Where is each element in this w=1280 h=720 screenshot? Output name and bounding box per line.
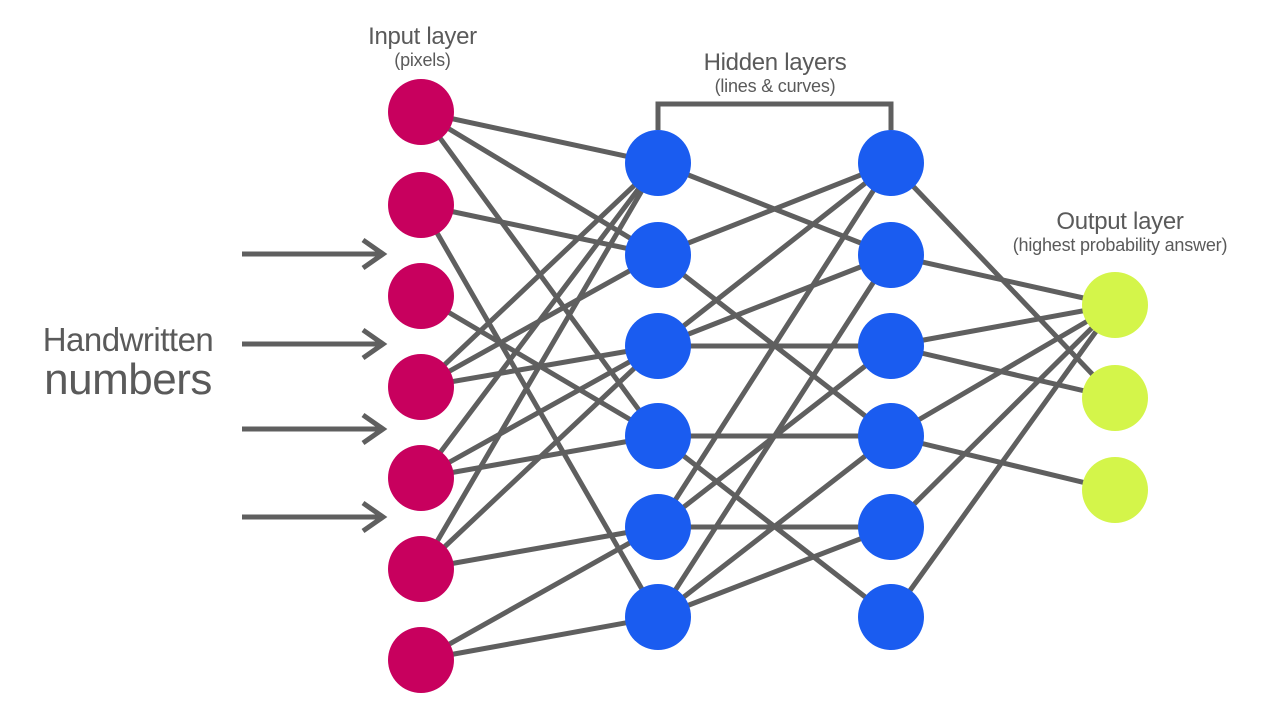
- edge-input-0-to-hidden-1-1: [418, 109, 661, 258]
- hidden-2-node-1: [858, 222, 924, 288]
- connections: [418, 109, 1118, 663]
- input-layer-title: Input layer: [368, 23, 477, 50]
- bracket-line: [655, 101, 894, 130]
- hidden-1-node-0: [625, 130, 691, 196]
- input-node-4: [388, 445, 454, 511]
- input-node-0: [388, 79, 454, 145]
- output-node-2: [1082, 457, 1148, 523]
- output-layer-subtitle: (highest probability answer): [1012, 235, 1228, 255]
- hidden-2-node-5: [858, 584, 924, 650]
- edge-hidden-1-5-to-hidden-2-4: [655, 524, 894, 620]
- edge-input-0-to-hidden-1-0: [418, 109, 661, 166]
- hidden-1-node-4: [625, 494, 691, 560]
- hidden-layers-subtitle: (lines & curves): [714, 76, 836, 96]
- edge-hidden-1-5-to-hidden-2-3: [655, 433, 894, 620]
- input-layer-label: Input layer (pixels): [340, 23, 505, 71]
- arrow-icon: [242, 412, 388, 446]
- hidden-2-node-3: [858, 403, 924, 469]
- input-layer-subtitle: (pixels): [394, 50, 451, 70]
- edge-hidden-2-4-to-output-0: [888, 302, 1118, 530]
- hidden-1-node-2: [625, 313, 691, 379]
- edge-input-6-to-hidden-1-4: [418, 524, 661, 663]
- edge-hidden-1-2-to-hidden-2-1: [655, 252, 894, 349]
- nodes: [388, 79, 1148, 693]
- edge-input-4-to-hidden-1-0: [418, 160, 661, 481]
- edge-hidden-2-1-to-output-0: [888, 252, 1118, 308]
- edge-hidden-2-3-to-output-0: [888, 302, 1118, 439]
- edge-input-5-to-hidden-1-2: [418, 343, 661, 572]
- input-node-5: [388, 536, 454, 602]
- edge-hidden-2-5-to-output-0: [888, 302, 1118, 620]
- arrow-icon: [242, 500, 388, 534]
- hidden-1-node-5: [625, 584, 691, 650]
- arrow-icon: [242, 327, 388, 361]
- edge-input-6-to-hidden-1-5: [418, 614, 661, 663]
- source-label-line2: numbers: [44, 355, 212, 404]
- hidden-2-node-2: [858, 313, 924, 379]
- output-node-1: [1082, 365, 1148, 431]
- input-arrows: [242, 237, 388, 534]
- hidden-layers-bracket: [655, 101, 894, 130]
- edge-input-5-to-hidden-1-0: [418, 160, 661, 572]
- input-node-3: [388, 354, 454, 420]
- edge-hidden-1-2-to-hidden-2-0: [655, 160, 894, 349]
- hidden-1-node-3: [625, 403, 691, 469]
- input-node-2: [388, 263, 454, 329]
- edge-hidden-1-5-to-hidden-2-1: [655, 252, 894, 620]
- source-label-line1: Handwritten: [42, 321, 214, 358]
- edge-input-5-to-hidden-1-4: [418, 524, 661, 572]
- edge-hidden-2-2-to-output-0: [888, 302, 1118, 349]
- edge-hidden-1-4-to-hidden-2-0: [655, 160, 894, 530]
- input-node-6: [388, 627, 454, 693]
- hidden-2-node-4: [858, 494, 924, 560]
- hidden-layers-title: Hidden layers: [703, 49, 847, 76]
- output-node-0: [1082, 272, 1148, 338]
- output-layer-title: Output layer: [1056, 208, 1184, 235]
- output-layer-label: Output layer (highest probability answer…: [975, 208, 1265, 256]
- edge-hidden-1-1-to-hidden-2-0: [655, 160, 894, 258]
- hidden-2-node-0: [858, 130, 924, 196]
- arrow-icon: [242, 237, 388, 271]
- source-label: Handwritten numbers: [18, 322, 238, 402]
- edge-input-1-to-hidden-1-1: [418, 202, 661, 258]
- edge-input-3-to-hidden-1-0: [418, 160, 661, 390]
- edge-input-4-to-hidden-1-2: [418, 343, 661, 481]
- input-node-1: [388, 172, 454, 238]
- hidden-1-node-1: [625, 222, 691, 288]
- hidden-layers-label: Hidden layers (lines & curves): [640, 49, 910, 97]
